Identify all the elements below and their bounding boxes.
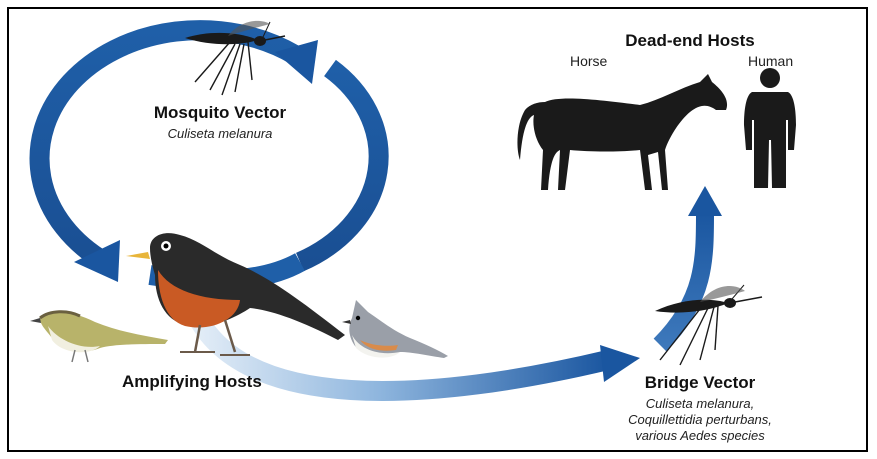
dead-end-hosts-title: Dead-end Hosts	[590, 31, 790, 51]
human-icon	[744, 68, 796, 188]
horse-icon	[517, 74, 727, 190]
bridge-vector-title: Bridge Vector	[610, 373, 790, 393]
mosquito-vector-species: Culiseta melanura	[120, 126, 320, 141]
bridge-vector-species-2: Coquillettidia perturbans,	[600, 412, 800, 427]
horse-label: Horse	[570, 53, 607, 69]
transmission-loop-arrow	[40, 30, 379, 282]
titmouse-icon	[342, 300, 448, 358]
amplifying-hosts-title: Amplifying Hosts	[122, 372, 262, 392]
mosquito-vector-title: Mosquito Vector	[120, 103, 320, 123]
human-label: Human	[748, 53, 793, 69]
bridge-vector-species-1: Culiseta melanura,	[600, 396, 800, 411]
vireo-icon	[30, 312, 168, 362]
bridge-vector-species-3: various Aedes species	[600, 428, 800, 443]
